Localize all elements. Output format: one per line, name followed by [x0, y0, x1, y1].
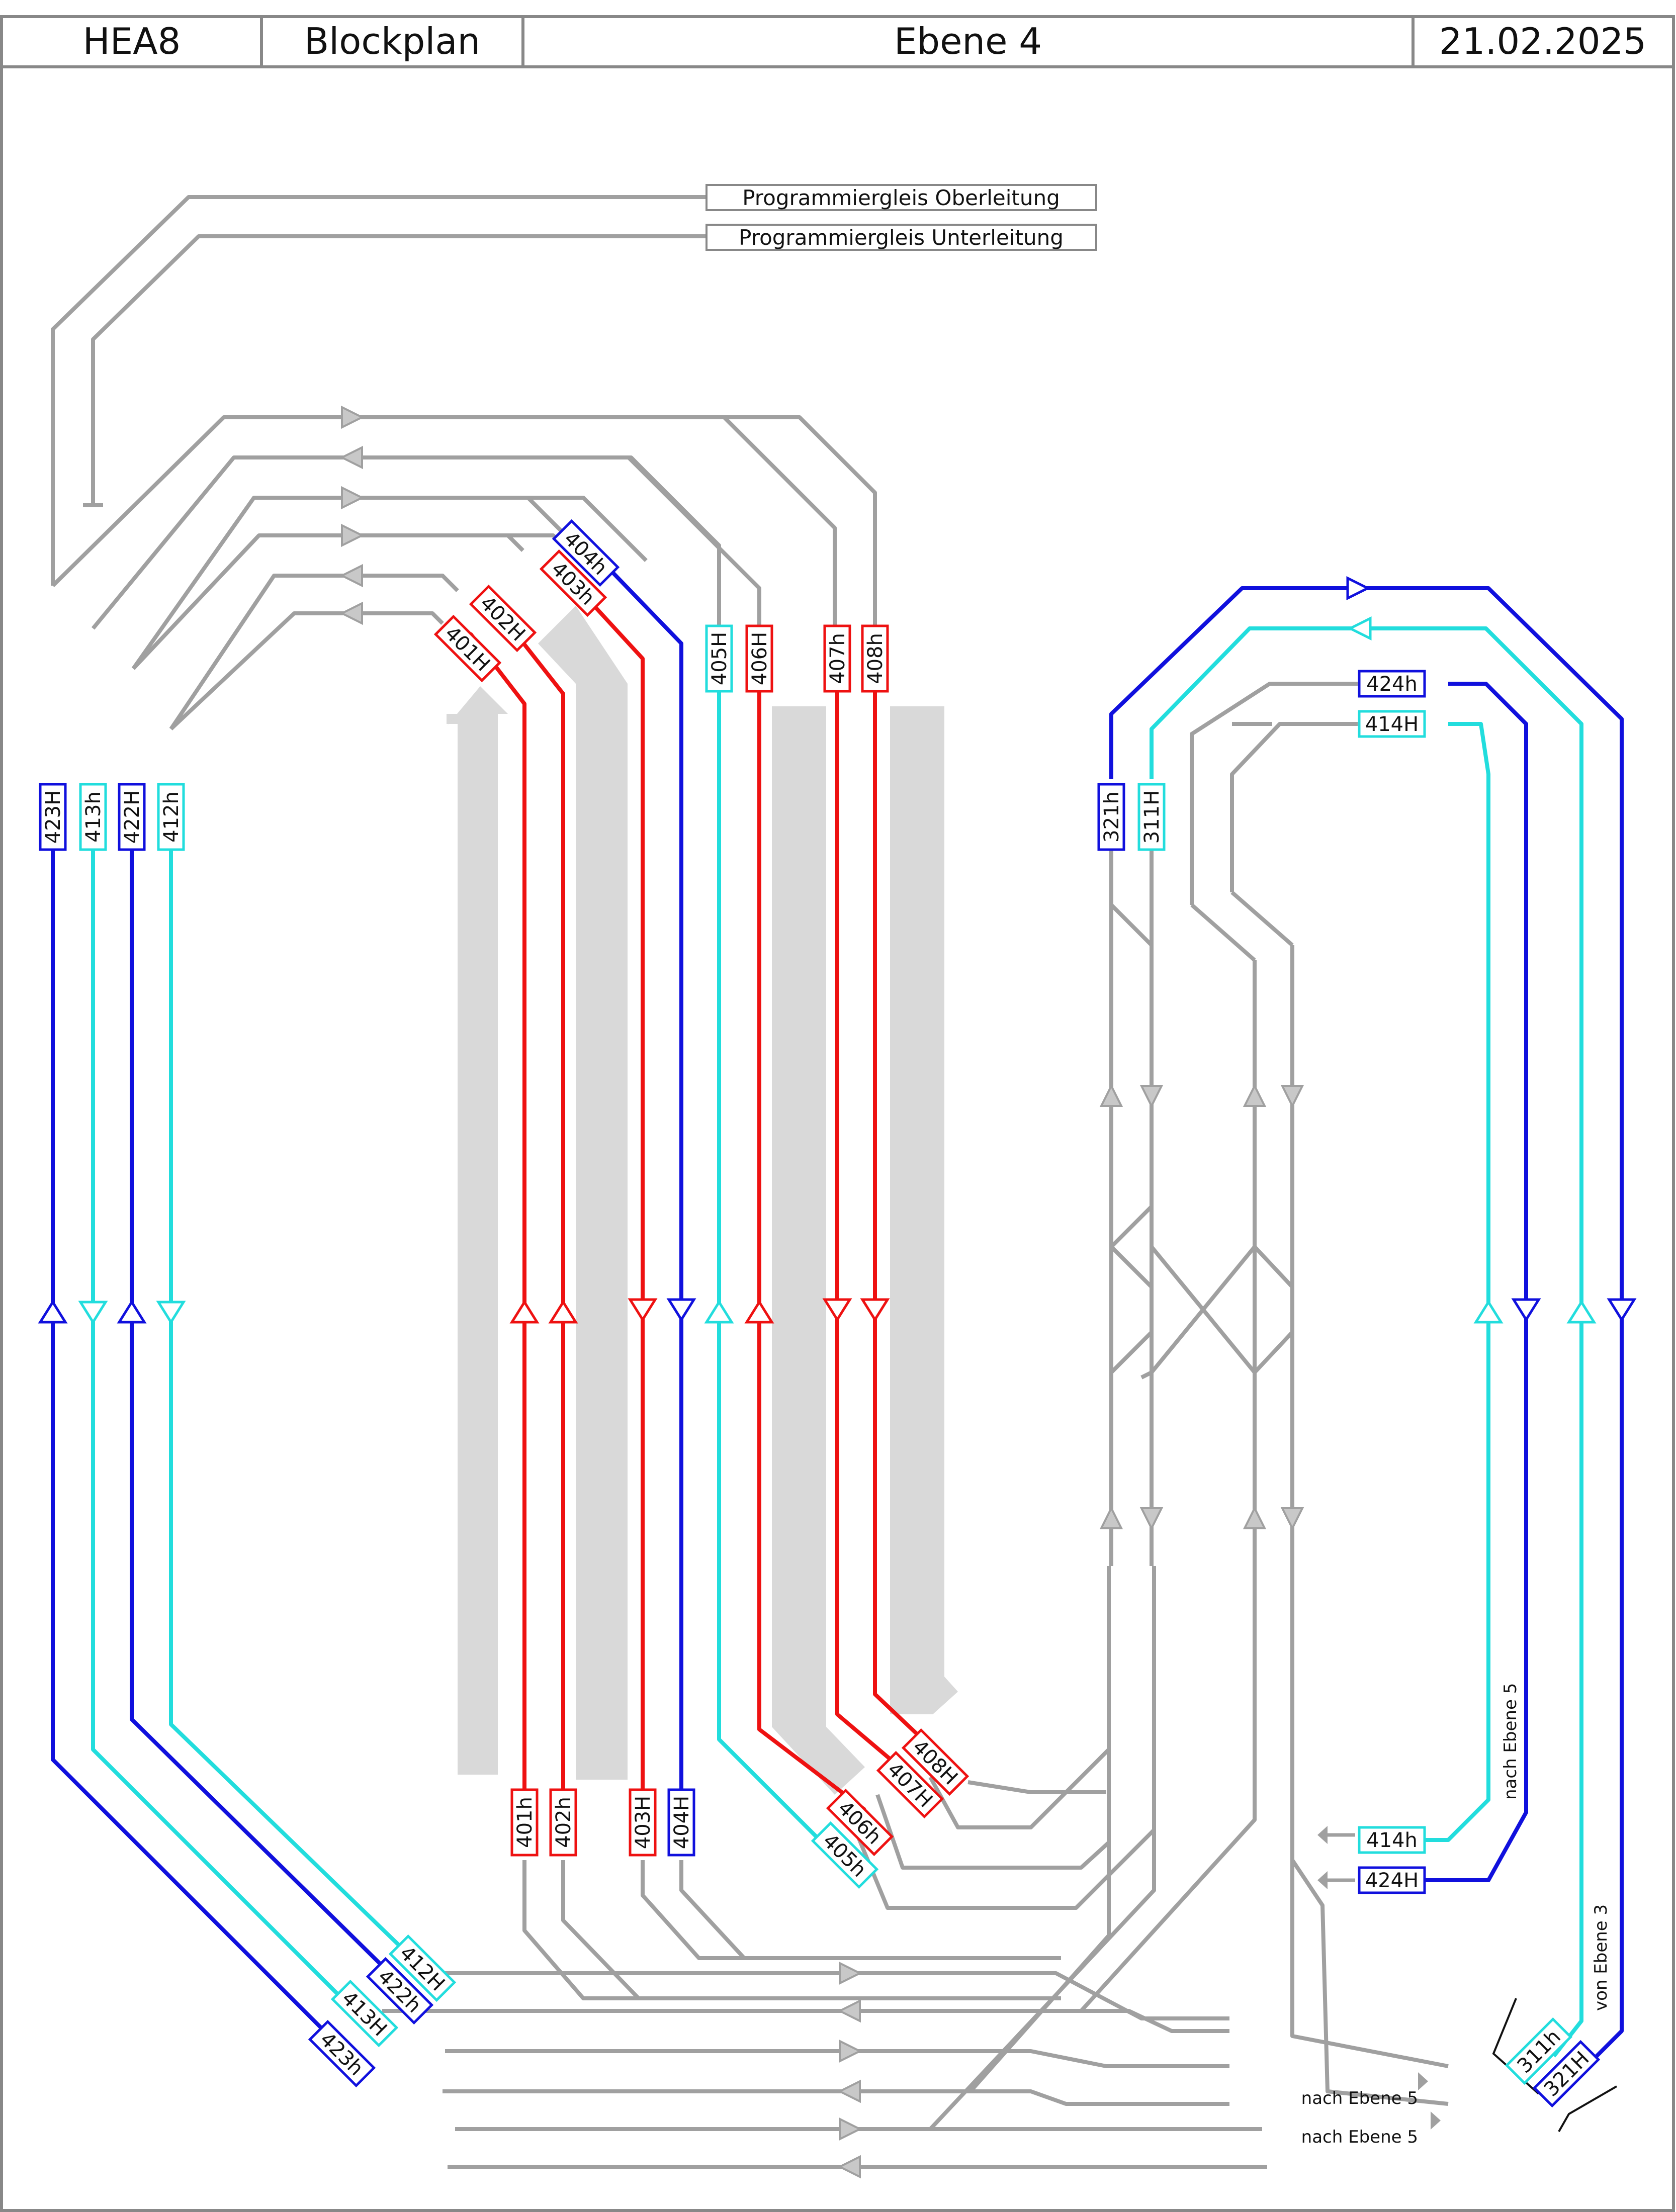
svg-text:414h: 414h: [1366, 1829, 1418, 1852]
svg-text:404H: 404H: [670, 1796, 693, 1849]
red-tracks: [468, 582, 924, 1812]
header-project: HEA8: [83, 20, 181, 62]
svg-text:402h: 402h: [552, 1797, 575, 1848]
blue-arrows: [38, 576, 1637, 1324]
block-405H: 405H: [705, 624, 733, 693]
drawing-border: [0, 15, 1675, 2212]
svg-text:424h: 424h: [1366, 673, 1418, 696]
label-to-level5-a: nach Ebene 5: [1301, 2088, 1418, 2108]
svg-text:321h: 321h: [1100, 791, 1123, 843]
block-402h: 402h: [549, 1788, 577, 1857]
programming-track-upper-box: [705, 184, 1097, 211]
block-423H: 423H: [39, 783, 67, 851]
block-402H: 402H: [469, 584, 537, 653]
svg-text:413h: 413h: [82, 791, 105, 843]
block-311H: 311H: [1137, 783, 1166, 851]
block-413h: 413h: [79, 783, 107, 851]
blue-tracks: [51, 567, 1624, 2063]
block-424H: 424H: [1358, 1866, 1426, 1894]
label-to-level5-vertical: nach Ebene 5: [1501, 1683, 1521, 1800]
svg-text:423H: 423H: [42, 790, 65, 844]
svg-text:405H: 405H: [708, 632, 731, 685]
svg-text:403H: 403H: [632, 1796, 655, 1849]
svg-text:412h: 412h: [160, 791, 183, 843]
block-412h: 412h: [157, 783, 185, 851]
gray-tracks: [51, 195, 1449, 2169]
svg-text:311H: 311H: [1140, 790, 1164, 844]
block-401H: 401H: [433, 614, 502, 683]
header-date: 21.02.2025: [1439, 20, 1646, 62]
svg-text:406H: 406H: [748, 632, 771, 685]
block-403H: 403H: [629, 1788, 657, 1857]
block-407h: 407h: [823, 624, 851, 693]
svg-text:407h: 407h: [826, 633, 849, 684]
cyan-arrows: [78, 616, 1597, 1325]
block-408h: 408h: [861, 624, 889, 693]
svg-text:408h: 408h: [864, 633, 887, 684]
exit-arrows: [1317, 1826, 1441, 2130]
programming-track-labels: Programmiergleis Oberleitung Programmier…: [705, 184, 1097, 251]
header-level: Ebene 4: [894, 20, 1042, 62]
svg-text:401h: 401h: [513, 1797, 537, 1848]
block-414h: 414h: [1358, 1826, 1426, 1854]
block-414H: 414H: [1358, 710, 1426, 738]
block-321h: 321h: [1097, 783, 1125, 851]
block-405h: 405h: [811, 1821, 879, 1889]
gray-arrows: [339, 405, 1304, 2179]
cyan-tracks: [91, 626, 1583, 2058]
block-404H: 404H: [667, 1788, 695, 1857]
block-422H: 422H: [118, 783, 146, 851]
label-to-level5-b: nach Ebene 5: [1301, 2127, 1418, 2147]
red-arrows: [509, 1298, 890, 1324]
svg-text:422H: 422H: [121, 790, 144, 844]
svg-text:414H: 414H: [1365, 713, 1419, 736]
svg-text:424H: 424H: [1365, 1869, 1419, 1892]
block-labels: 423H 413h 422H 412h 401H 402H 403h 404h …: [39, 519, 1601, 2108]
programming-track-lower-box: [705, 224, 1097, 251]
block-406H: 406H: [745, 624, 773, 693]
block-424h: 424h: [1358, 670, 1426, 698]
label-from-level3-vertical: von Ebene 3: [1591, 1904, 1611, 2011]
block-401h: 401h: [510, 1788, 539, 1857]
programming-track-lower: Programmiergleis Unterleitung: [739, 225, 1064, 250]
platforms: [447, 606, 958, 1795]
programming-track-upper: Programmiergleis Oberleitung: [742, 186, 1060, 210]
header-doc-type: Blockplan: [304, 20, 480, 62]
